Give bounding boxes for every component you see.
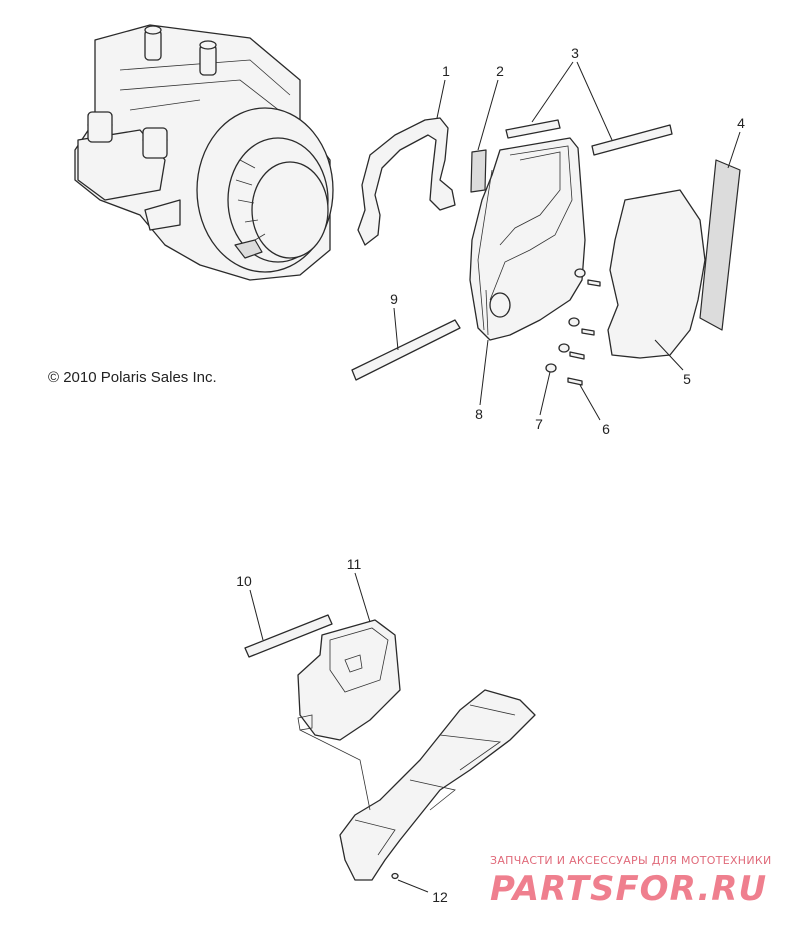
callout-10: 10 (236, 573, 252, 589)
callout-7: 7 (535, 416, 543, 432)
lower-duct-tunnel (297, 689, 536, 881)
part-11-intake-box (297, 619, 401, 741)
callout-6: 6 (602, 421, 610, 437)
part-3-seal-strips (505, 119, 673, 156)
callout-1: 1 (442, 63, 450, 79)
fastener-washers (545, 268, 586, 373)
leader-lines (249, 61, 741, 893)
part-4-strip (699, 159, 741, 331)
fastener-screws (567, 279, 601, 386)
watermark-tagline: ЗАПЧАСТИ И АКСЕССУАРЫ ДЛЯ МОТОТЕХНИКИ (490, 854, 772, 867)
part-5-shield (607, 189, 706, 359)
callout-9: 9 (390, 291, 398, 307)
part-2-pad (470, 149, 487, 193)
part-1-gasket (357, 117, 456, 246)
callout-2: 2 (496, 63, 504, 79)
callout-4: 4 (737, 115, 745, 131)
callout-12: 12 (432, 889, 448, 905)
watermark-brand: PARTSFOR.RU (490, 869, 767, 909)
callout-8: 8 (475, 406, 483, 422)
callout-labels: 1 2 3 4 5 6 7 8 9 10 11 12 (236, 45, 745, 905)
part-9-bar (351, 319, 461, 381)
copyright-text: © 2010 Polaris Sales Inc. (48, 369, 217, 386)
callout-3: 3 (571, 45, 579, 61)
watermark: ЗАПЧАСТИ И АКСЕССУАРЫ ДЛЯ МОТОТЕХНИКИ PA… (490, 854, 772, 909)
engine-illustration (74, 24, 334, 281)
callout-5: 5 (683, 371, 691, 387)
callout-11: 11 (347, 556, 362, 572)
part-8-duct-housing (469, 137, 586, 341)
part-10-bar (244, 614, 333, 658)
